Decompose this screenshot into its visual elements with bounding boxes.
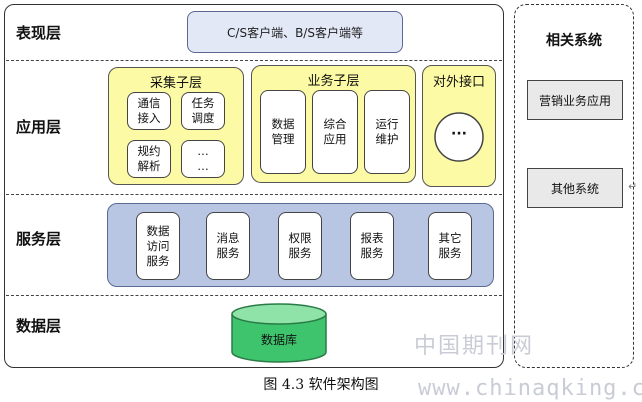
watermark-cn: 中国期刊网 <box>414 334 535 359</box>
layer-divider-presentation <box>6 60 502 61</box>
message-service-box: 消息 服务 <box>206 212 250 280</box>
presentation-client-box: C/S客户端、B/S客户端等 <box>187 11 403 53</box>
external-interface-title: 对外接口 <box>432 75 485 90</box>
watermark-url: www.chinaqking.com <box>418 376 642 401</box>
comm-access-box: 通信 接入 <box>127 92 171 130</box>
database-label: 数据库 <box>260 333 297 347</box>
business-sublayer-title: 业务子层 <box>307 74 360 89</box>
marketing-app-box: 营销业务应用 <box>527 80 623 120</box>
return-mark-icon: ↵ <box>628 180 638 193</box>
database-cylinder-icon <box>231 303 327 363</box>
presentation-layer-label: 表现层 <box>16 24 62 42</box>
related-systems-title: 相关系统 <box>546 33 602 49</box>
protocol-parse-box: 规约 解析 <box>127 140 171 178</box>
service-layer-label: 服务层 <box>16 230 62 248</box>
other-systems-box: 其他系统 <box>527 168 623 208</box>
external-interface-ellipsis: ··· <box>451 126 467 142</box>
layer-divider-application <box>6 194 502 195</box>
layer-divider-service <box>6 295 502 296</box>
task-schedule-box: 任务 调度 <box>181 92 225 130</box>
database-label-wrap: 数据库 <box>230 331 328 348</box>
operation-maintenance-box: 运行 维护 <box>364 90 410 174</box>
permission-service-box: 权限 服务 <box>278 212 322 280</box>
external-interface-circle <box>434 112 484 162</box>
other-service-box: 其它 服务 <box>428 212 472 280</box>
more-items-box: … … <box>181 140 225 178</box>
figure-caption: 图 4.3 软件架构图 <box>263 377 379 393</box>
data-layer-label: 数据层 <box>16 317 62 335</box>
data-management-box: 数据 管理 <box>260 90 306 174</box>
collect-sublayer-group: 采集子层 通信 接入 任务 调度 规约 解析 … … <box>108 67 244 185</box>
service-layer-panel: 数据 访问 服务 消息 服务 权限 服务 报表 服务 其它 服务 <box>107 203 494 287</box>
report-service-box: 报表 服务 <box>350 212 394 280</box>
application-layer-label: 应用层 <box>16 118 62 136</box>
business-sublayer-group: 业务子层 数据 管理 综合 应用 运行 维护 <box>251 65 416 183</box>
collect-sublayer-title: 采集子层 <box>149 76 202 91</box>
data-access-service-box: 数据 访问 服务 <box>136 212 180 280</box>
external-interface-group: 对外接口 ··· <box>422 65 496 187</box>
integrated-application-box: 综合 应用 <box>312 90 358 174</box>
